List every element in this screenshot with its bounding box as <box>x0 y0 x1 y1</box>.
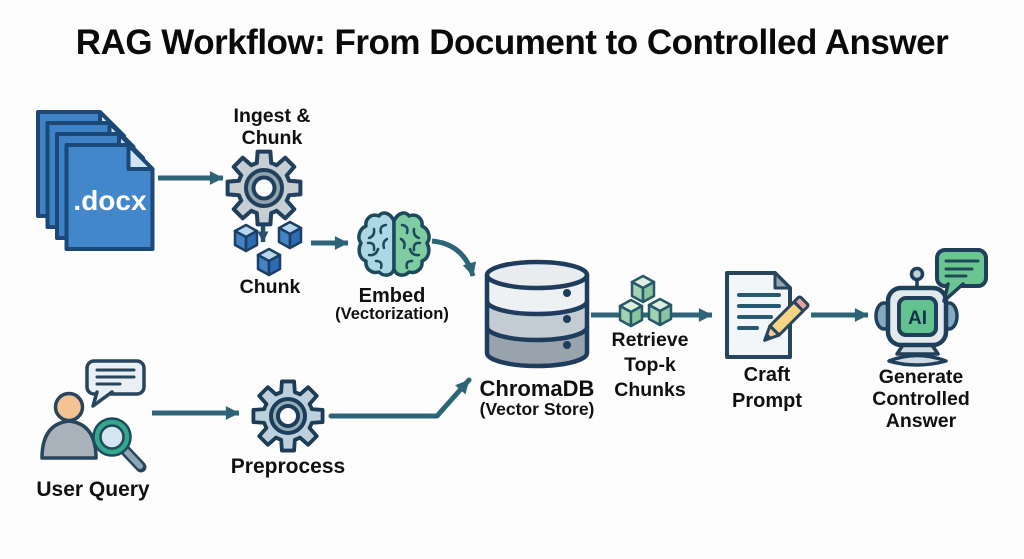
arrow-preprocess-to-db <box>328 377 472 419</box>
ingest-gear-icon <box>225 149 303 227</box>
generate-label: Generate Controlled Answer <box>872 366 970 432</box>
retrieve-label: Retrieve Top-k Chunks <box>611 329 689 401</box>
preprocess-label: Preprocess <box>230 455 346 478</box>
chunk-cubes-icon <box>233 220 303 277</box>
chunk-label: Chunk <box>239 276 301 298</box>
embed-sublabel: (Vectorization) <box>335 305 449 323</box>
document-pencil-icon <box>725 271 810 359</box>
database-icon <box>484 259 590 369</box>
arrow-embed-to-db <box>431 238 477 277</box>
embed-label: Embed <box>358 285 426 307</box>
docx-badge: .docx <box>73 185 147 216</box>
preprocess-gear-icon <box>251 379 325 453</box>
user-query-label: User Query <box>36 478 150 501</box>
ingest-label: Ingest & Chunk <box>233 105 311 149</box>
diagram-title: RAG Workflow: From Document to Controlle… <box>75 23 949 62</box>
magnifier-icon <box>92 417 147 473</box>
chromadb-sublabel: (Vector Store) <box>479 399 595 419</box>
robot-icon: AI <box>874 248 988 367</box>
retrieve-cubes-icon <box>618 274 673 328</box>
chat-bubble-icon <box>935 248 988 303</box>
craft-prompt-label: Craft Prompt <box>732 364 802 412</box>
pencil-icon <box>763 295 810 342</box>
document-stack-icon: .docx <box>36 110 155 251</box>
brain-icon <box>357 211 431 277</box>
person-search-icon <box>40 359 147 473</box>
robot-screen-text: AI <box>908 308 927 329</box>
chromadb-label: ChromaDB <box>479 376 595 401</box>
speech-bubble-icon <box>85 359 146 408</box>
